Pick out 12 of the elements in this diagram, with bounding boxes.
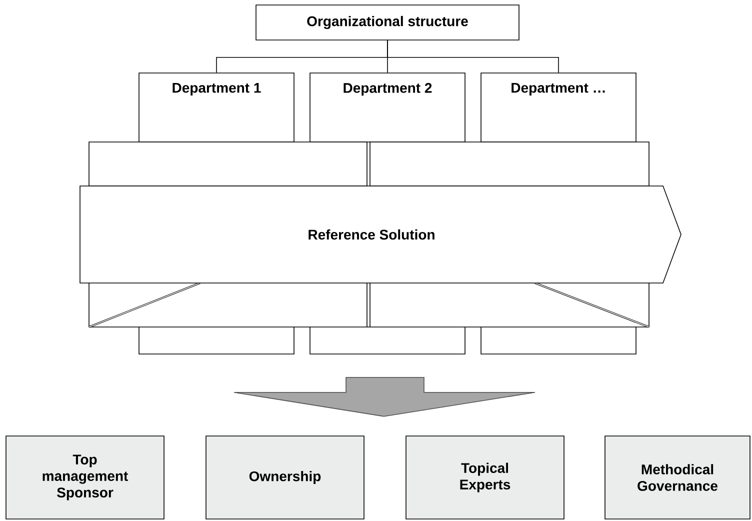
connector-line — [387, 40, 559, 73]
department-box: Department … — [480, 72, 636, 142]
result-box: Topical Experts — [406, 436, 564, 520]
department-box: Department 1 — [138, 72, 294, 142]
block-box — [88, 142, 368, 186]
department-box: Department 2 — [310, 72, 466, 142]
org-box: Organizational structure — [256, 4, 520, 40]
result-box: Ownership — [206, 436, 364, 520]
result-box: Top management Sponsor — [6, 436, 164, 520]
result-box: Methodical Governance — [604, 436, 750, 520]
block-box — [370, 142, 650, 186]
block-arrow — [234, 377, 536, 417]
